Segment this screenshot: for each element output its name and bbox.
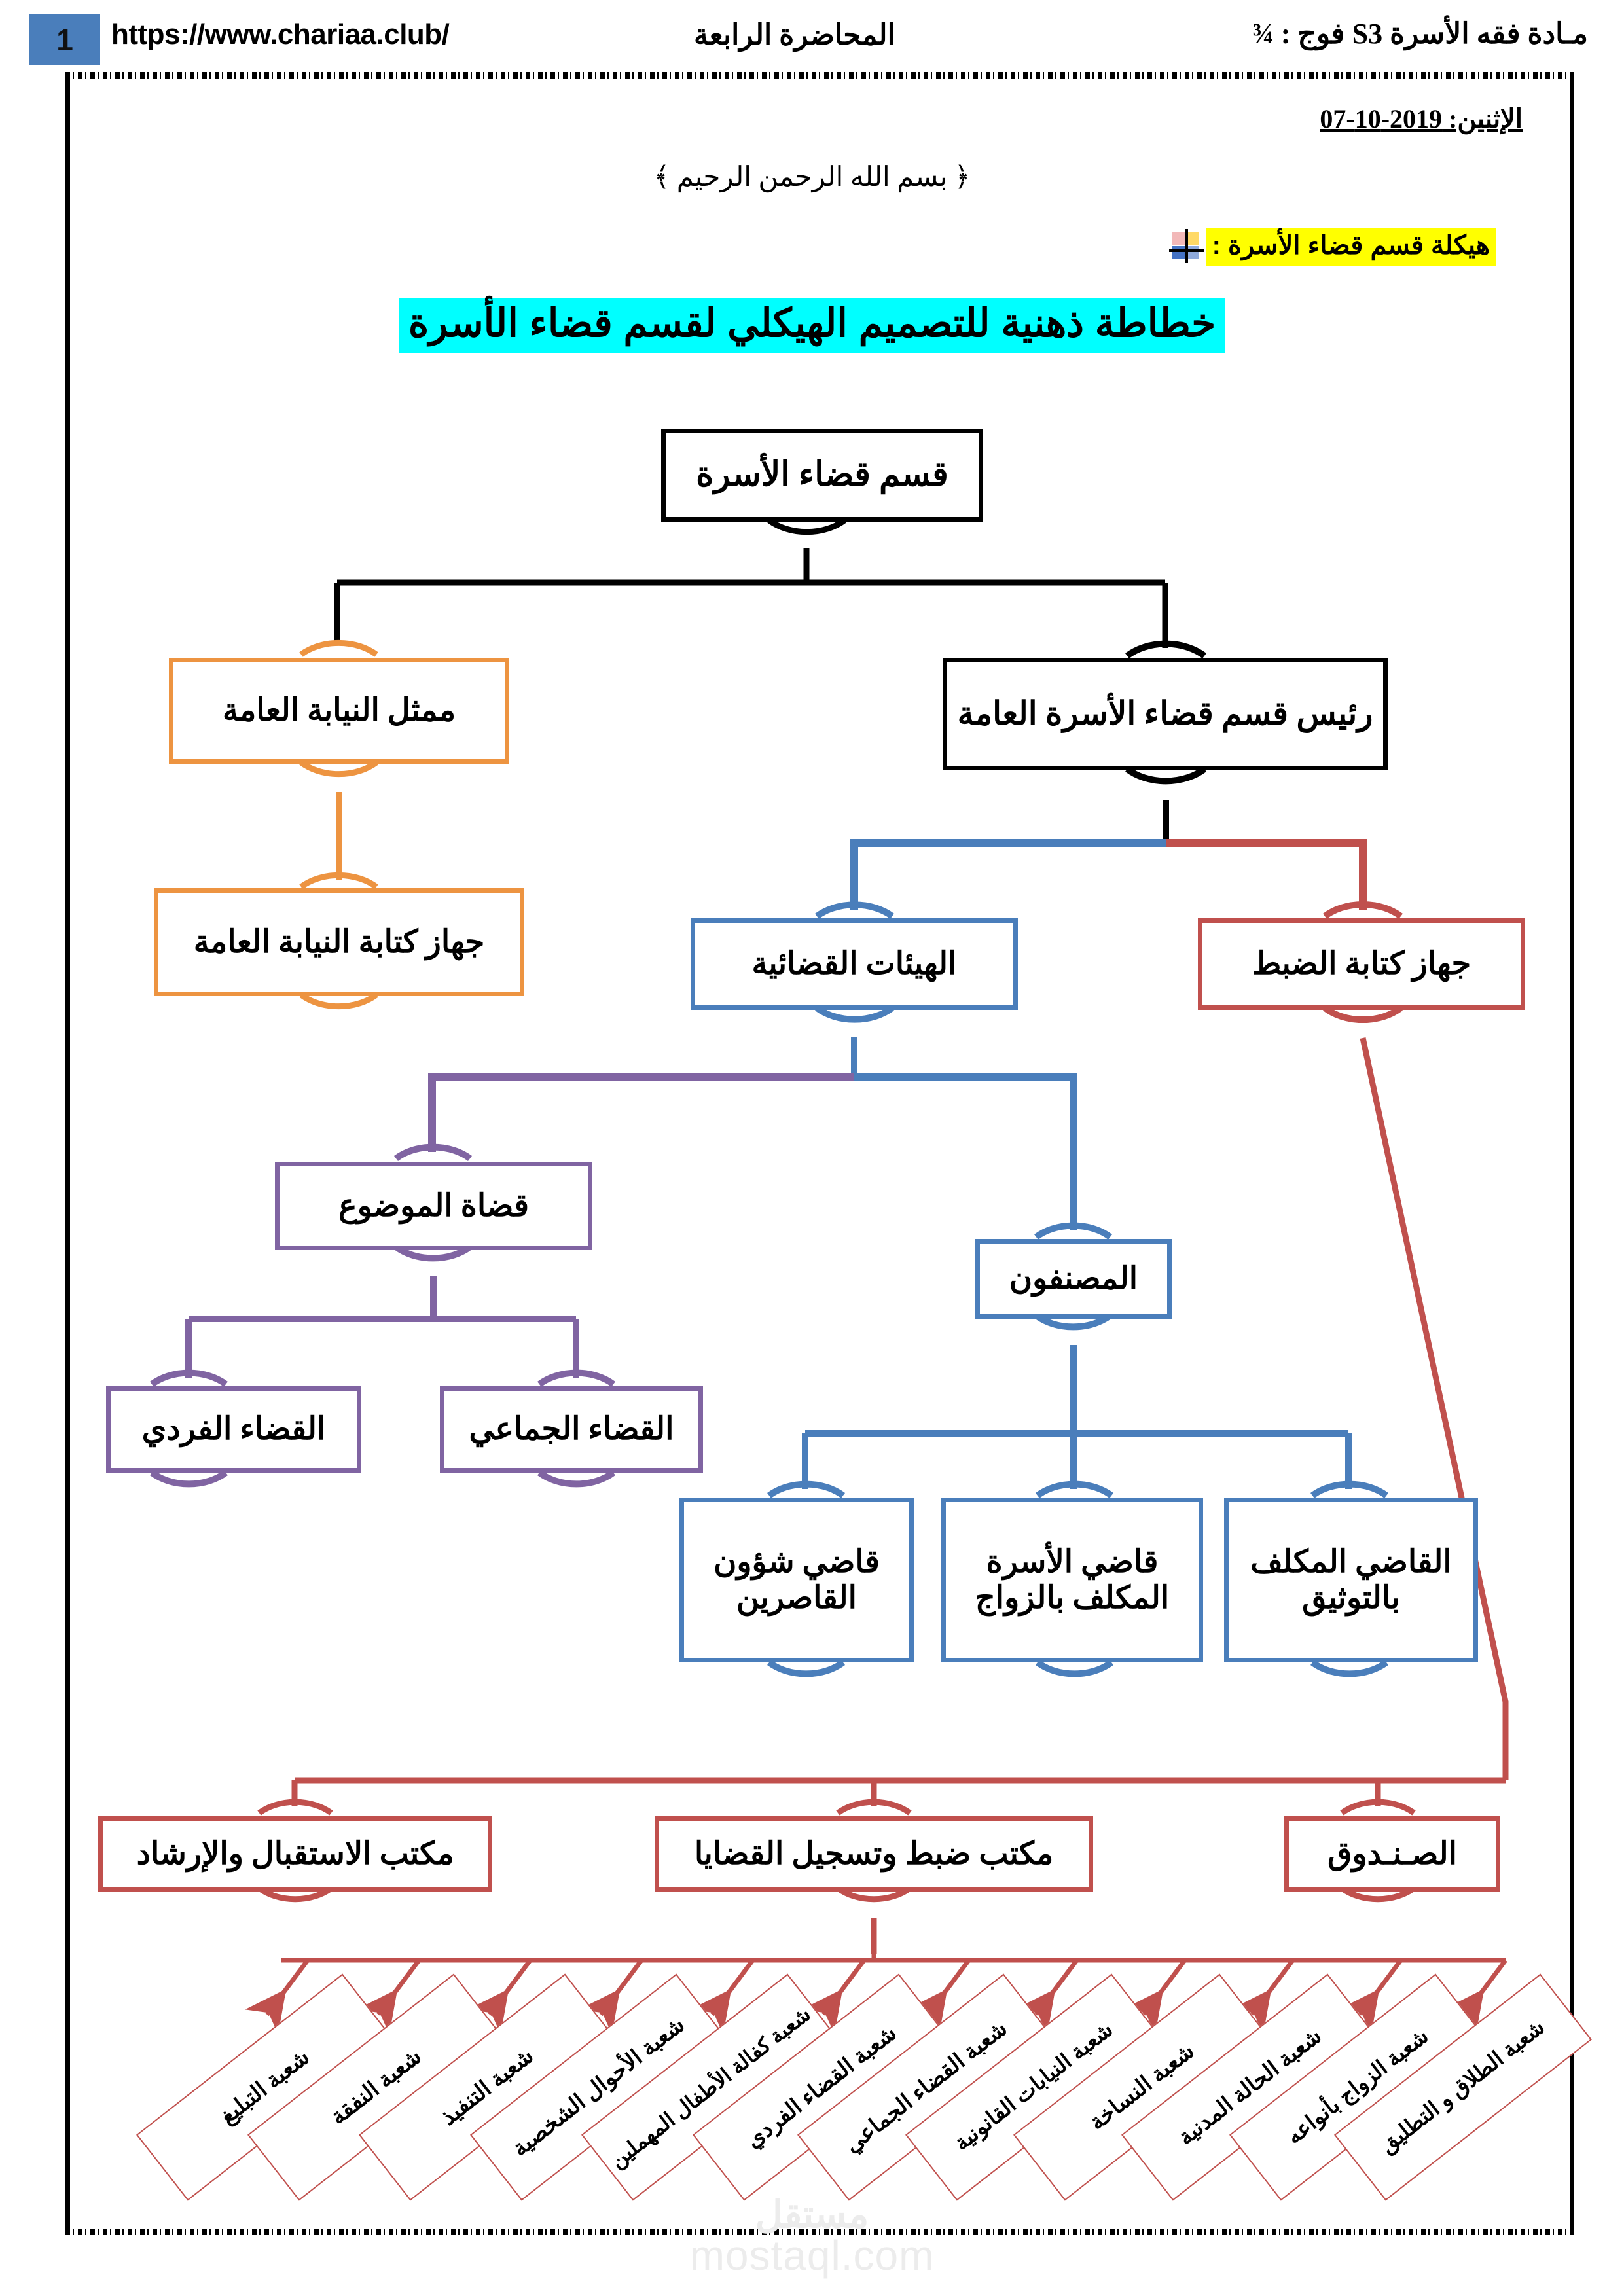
node-label: مكتب الاستقبال والإرشاد <box>136 1836 454 1871</box>
node-classified-judges[interactable]: المصنفون <box>975 1239 1172 1319</box>
decorative-page-border <box>65 72 1574 2235</box>
node-prosecutor[interactable]: ممثل النيابة العامة <box>169 658 509 764</box>
node-label: القاضي المكلف بالتوثيق <box>1250 1544 1452 1615</box>
node-notary-judge[interactable]: القاضي المكلف بالتوثيق <box>1224 1498 1478 1662</box>
node-subject-judges[interactable]: قضاة الموضوع <box>275 1162 592 1250</box>
diagram-title-text: خطاطة ذهنية للتصميم الهيكلي لقسم قضاء ال… <box>399 298 1225 353</box>
site-url-link[interactable]: https://www.chariaa.club/ <box>111 18 450 50</box>
node-fund[interactable]: الصـنـدوق <box>1284 1816 1500 1892</box>
section-heading: هيكلة قسم قضاء الأسرة : <box>1205 228 1496 266</box>
node-registry-office[interactable]: جهاز كتابة الضبط <box>1198 918 1525 1010</box>
node-label: القضاء الفردي <box>141 1412 326 1447</box>
node-judicial-bodies[interactable]: الهيئات القضائية <box>691 918 1018 1010</box>
node-label: قاضي شؤون القاصرين <box>713 1544 880 1615</box>
node-case-registration-office[interactable]: مكتب ضبط وتسجيل القضايا <box>655 1816 1093 1892</box>
node-label: القضاء الجماعي <box>469 1412 674 1447</box>
page-number-badge: 1 <box>29 14 100 65</box>
node-label: الصـنـدوق <box>1327 1836 1457 1871</box>
node-label: قضاة الموضوع <box>338 1188 530 1223</box>
node-prosecution-clerk[interactable]: جهاز كتابة النيابة العامة <box>154 888 524 996</box>
node-label: جهاز كتابة النيابة العامة <box>193 924 485 960</box>
node-label: رئيس قسم قضاء الأسرة العامة <box>957 695 1373 732</box>
node-single-judge-system[interactable]: القضاء الفردي <box>106 1386 361 1473</box>
node-label: قاضي الأسرة المكلف بالزواج <box>975 1544 1170 1615</box>
node-label: قسم قضاء الأسرة <box>696 456 948 494</box>
basmala-text: ﴿ بسم الله الرحمن الرحيم ﴾ <box>653 162 971 192</box>
node-label: المصنفون <box>1009 1261 1138 1297</box>
lecture-title: المحاضرة الرابعة <box>694 19 895 51</box>
node-label: ممثل النيابة العامة <box>222 693 456 728</box>
section-heading-row: هيكلة قسم قضاء الأسرة : <box>1168 228 1496 266</box>
diagram-title: خطاطة ذهنية للتصميم الهيكلي لقسم قضاء ال… <box>0 298 1624 353</box>
course-title: مـادة فقه الأسرة S3 فوج : ¾ <box>1252 18 1588 50</box>
watermark-latin: mostaql.com <box>689 2232 935 2279</box>
node-minors-affairs-judge[interactable]: قاضي شؤون القاصرين <box>679 1498 914 1662</box>
node-label: جهاز كتابة الضبط <box>1252 946 1471 982</box>
date-line: الإثنين: 2019-10-07 <box>1320 104 1523 134</box>
node-root[interactable]: قسم قضاء الأسرة <box>661 429 983 522</box>
node-marriage-judge[interactable]: قاضي الأسرة المكلف بالزواج <box>941 1498 1203 1662</box>
node-president[interactable]: رئيس قسم قضاء الأسرة العامة <box>943 658 1388 770</box>
node-collective-judge-system[interactable]: القضاء الجماعي <box>440 1386 703 1473</box>
node-label: الهيئات القضائية <box>751 946 957 982</box>
node-label: مكتب ضبط وتسجيل القضايا <box>694 1836 1054 1871</box>
node-reception-office[interactable]: مكتب الاستقبال والإرشاد <box>98 1816 492 1892</box>
color-bullet-icon <box>1168 229 1204 263</box>
page-header: 1 https://www.chariaa.club/ المحاضرة الر… <box>0 0 1624 71</box>
